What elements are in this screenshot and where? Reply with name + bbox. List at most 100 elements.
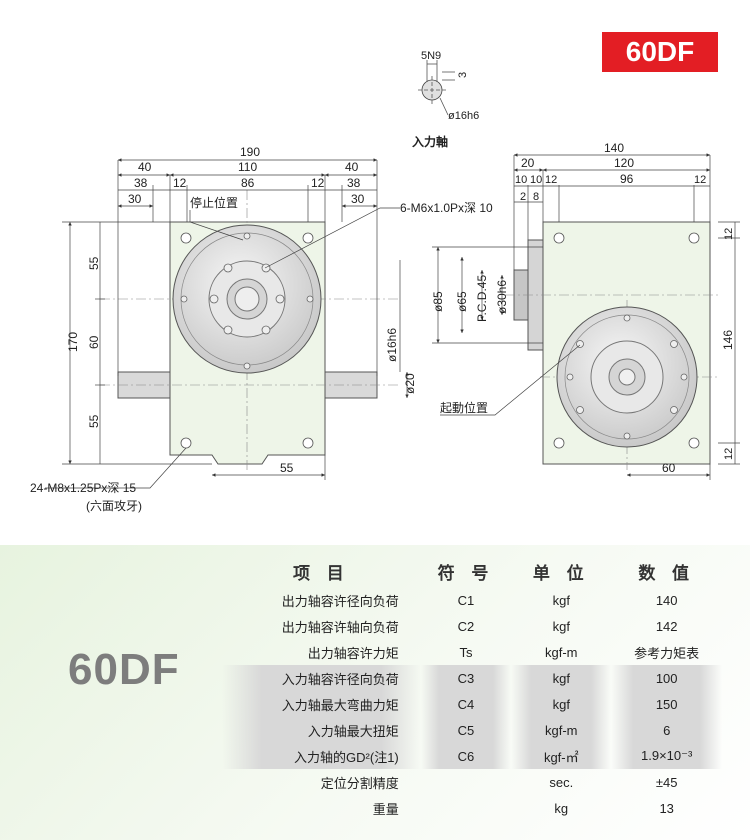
side-view-dimensions	[432, 153, 740, 480]
side-dim-12b: 12	[694, 174, 706, 186]
header-symbol: 符 号	[437, 563, 495, 583]
spec-value: 140	[655, 592, 678, 608]
side-dim-12a: 12	[545, 174, 557, 186]
spec-value: 参考力矩表	[634, 645, 700, 661]
side-dim-right-12b: 12	[723, 448, 735, 460]
side-dim-96: 96	[620, 172, 634, 186]
spec-symbol	[421, 769, 511, 795]
spec-item: 入力轴容许径向负荷	[222, 665, 421, 691]
model-badge: 60DF	[602, 32, 718, 72]
side-dim-10b: 10	[530, 174, 542, 186]
dim-bottom-55: 55	[280, 461, 294, 475]
spec-value: 150	[611, 691, 722, 717]
front-view-dimensions	[45, 158, 409, 489]
spec-header-row: 项 目 符 号 单 位 数 值	[222, 555, 722, 587]
spec-row: 出力轴容许轴向负荷 C2 kgf 142	[222, 613, 722, 639]
dim-left-12: 12	[173, 176, 187, 190]
spec-item: 出力轴容许径向负荷	[281, 593, 399, 609]
spec-row: 出力轴容许力矩 Ts kgf-m 参考力矩表	[222, 639, 722, 665]
spec-unit: kg	[554, 800, 569, 816]
dim-overall-height: 170	[66, 332, 80, 352]
model-label: 60DF	[68, 645, 180, 694]
spec-item: 入力轴最大弯曲力矩	[222, 691, 421, 717]
spec-value: 100	[611, 665, 722, 691]
spec-row: 重量 kg 13	[222, 795, 722, 821]
spec-symbol: C1	[457, 592, 475, 608]
spec-row: 入力轴容许径向负荷 C3 kgf 100	[222, 665, 722, 691]
side-dim-20: 20	[521, 156, 535, 170]
spec-row: 入力轴最大扭矩 C5 kgf-m 6	[222, 717, 722, 743]
spec-unit: kgf	[511, 665, 612, 691]
input-shaft-diameter: ø20	[403, 373, 417, 394]
spec-table: 项 目 符 号 单 位 数 值 出力轴容许径向负荷 C1 kgf 140 出力轴…	[222, 555, 722, 821]
spec-row: 定位分割精度 sec. ±45	[222, 769, 722, 795]
spec-item: 出力轴容许力矩	[307, 645, 399, 661]
mount-tap-note-2: (六面攻牙)	[86, 499, 142, 513]
dim-center-86: 86	[241, 176, 255, 190]
spec-symbol: Ts	[459, 644, 473, 660]
spec-symbol: C5	[420, 717, 512, 743]
spec-item: 出力轴容许轴向负荷	[281, 619, 399, 635]
dim-left-flange: 40	[138, 160, 152, 174]
dim-housing-width: 110	[238, 160, 257, 174]
spec-symbol: C3	[420, 665, 512, 691]
dim-middle-60: 60	[87, 335, 101, 349]
side-dim-d85: ø85	[431, 291, 445, 312]
dim-right-12: 12	[311, 176, 325, 190]
spec-symbol: C6	[420, 743, 512, 769]
spec-value: 6	[611, 717, 722, 743]
spec-value: ±45	[655, 774, 678, 790]
spec-unit: sec.	[549, 774, 574, 790]
tap-note: 6-M6x1.0Px深 10	[400, 201, 493, 215]
spec-unit: kgf-m	[545, 644, 578, 660]
dim-upper-55: 55	[87, 256, 101, 270]
spec-symbol: C2	[457, 618, 475, 634]
spec-unit: kgf	[511, 691, 612, 717]
technical-drawing: 5N9 3 ø16h6 入力軸	[30, 50, 740, 513]
spec-value: 1.9×10⁻³	[611, 743, 722, 769]
dim-left-30: 30	[128, 192, 142, 206]
start-position-label: 起動位置	[440, 400, 488, 415]
side-dim-2: 2	[520, 191, 526, 203]
spec-row: 入力轴最大弯曲力矩 C4 kgf 150	[222, 691, 722, 717]
side-dim-right-12a: 12	[723, 228, 735, 240]
dim-right-38: 38	[347, 176, 361, 190]
side-dim-overall: 140	[604, 141, 624, 155]
spec-symbol: C4	[420, 691, 512, 717]
spec-item: 入力轴的GD²(注1)	[222, 743, 421, 769]
side-dim-d65: ø65	[455, 291, 469, 312]
keyway-label: 5N9	[421, 50, 441, 62]
side-dim-120: 120	[614, 156, 634, 170]
input-shaft-label: 入力軸	[412, 134, 448, 149]
spec-unit: kgf-㎡	[511, 743, 612, 769]
spec-panel: 60DF 项 目 符 号 单 位 数 值 出力轴容许径向负荷 C1 kgf 14…	[0, 545, 750, 840]
keyway-depth: 3	[457, 72, 469, 78]
spec-row: 出力轴容许径向负荷 C1 kgf 140	[222, 587, 722, 613]
dim-right-flange: 40	[345, 160, 359, 174]
output-shaft-diameter: ø16h6	[385, 328, 399, 362]
spec-row: 入力轴的GD²(注1) C6 kgf-㎡ 1.9×10⁻³	[222, 743, 722, 769]
side-dim-bottom-60: 60	[662, 461, 676, 475]
dim-right-30: 30	[351, 192, 365, 206]
spec-value: 142	[655, 618, 678, 634]
spec-unit: kgf	[552, 618, 570, 634]
shaft-section	[418, 60, 455, 116]
stop-position-label: 停止位置	[190, 195, 238, 210]
front-view-body	[100, 190, 400, 470]
spec-item: 入力轴最大扭矩	[222, 717, 421, 743]
side-dim-10a: 10	[515, 174, 527, 186]
side-view-body	[505, 221, 720, 470]
spec-symbol	[421, 795, 511, 821]
spec-value: 13	[659, 800, 674, 816]
side-dim-pcd45: P.C.D.45	[475, 275, 489, 322]
spec-unit: kgf	[552, 592, 570, 608]
spec-unit: kgf-m	[511, 717, 612, 743]
header-unit: 单 位	[532, 563, 590, 583]
header-item: 项 目	[293, 563, 350, 583]
header-value: 数 值	[638, 563, 696, 583]
dim-lower-55: 55	[87, 414, 101, 428]
dim-left-38: 38	[134, 176, 148, 190]
side-dim-right-146: 146	[721, 330, 735, 350]
spec-item: 重量	[372, 801, 399, 817]
mount-tap-note: 24-M8x1.25Px深 15	[30, 481, 136, 495]
